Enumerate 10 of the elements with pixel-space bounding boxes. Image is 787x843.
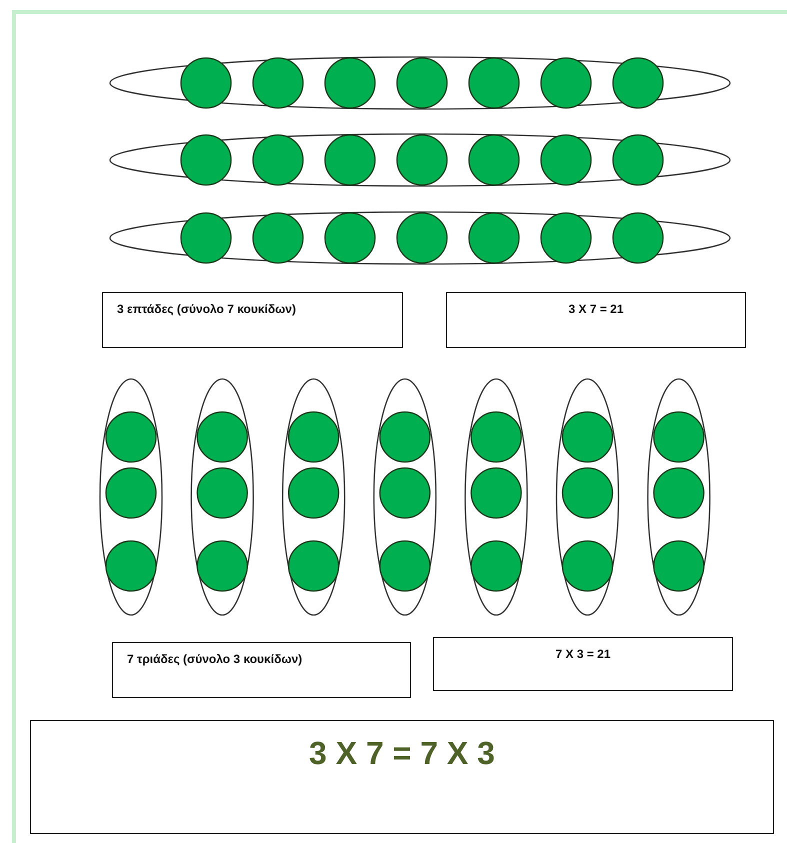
equation-text: 3 X 7 = 7 X 3 bbox=[308, 735, 496, 772]
label-text: 7 τριάδες (σύνολο 3 κουκίδων) bbox=[127, 652, 302, 666]
caption-box bbox=[112, 642, 411, 698]
label-text: 3 X 7 = 21 bbox=[567, 302, 625, 316]
equation-box bbox=[433, 637, 733, 691]
label-text: 3 επτάδες (σύνολο 7 κουκίδων) bbox=[117, 302, 296, 316]
equation-box bbox=[446, 292, 746, 348]
caption-box bbox=[102, 292, 403, 348]
equation-box bbox=[30, 720, 774, 834]
label-text: 7 X 3 = 21 bbox=[554, 647, 612, 661]
